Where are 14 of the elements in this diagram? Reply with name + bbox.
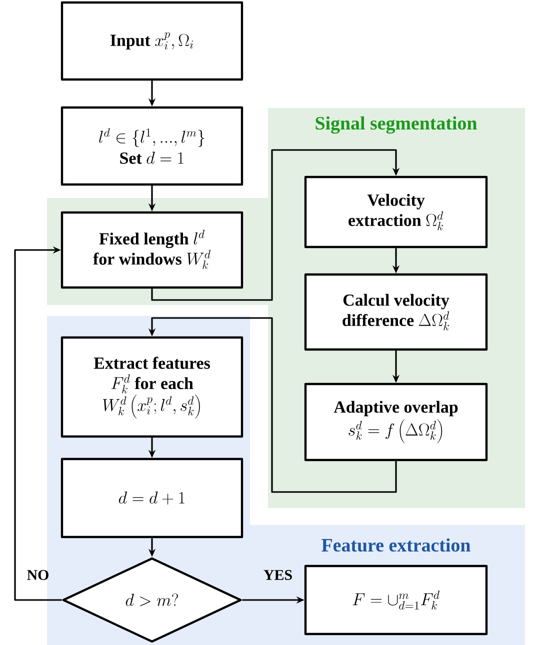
arrow	[151, 149, 400, 301]
section-heading: Signal segmentation	[316, 116, 477, 134]
arrow	[14, 246, 62, 601]
edge-label: YES	[264, 570, 292, 580]
process-box: $\begin{array}{c}\textbf{Calcul velocity}\\ \textbf{difference}\ \Delta\Omega_k^d\end{array}$	[304, 273, 488, 351]
process-box: $\begin{array}{c}\textbf{Extract features}\\ F_k^d\ \textbf{for each}\\ W_k^d\left(x_i^p; l^d, s_k^d\right)\end{array}$	[60, 336, 244, 438]
process-box: $\textbf{Input}\ x_i^p, \Omega_i$	[60, 1, 244, 81]
process-box: $\begin{array}{c}\textbf{Fixed length}\ l^d\\ \textbf{for windows}\ W_k^d\end{array}$	[60, 211, 244, 289]
process-box: $\begin{array}{c}\textbf{Velocity}\\ \textbf{extraction}\ \Omega_k^d\end{array}$	[304, 176, 488, 248]
edge-label: NO	[27, 570, 48, 580]
process-box: $d = d + 1$	[60, 458, 244, 538]
process-box: $l^d \in \{l^1, ..., l^m\}$ $\textbf{Set}\ d = 1$	[60, 106, 244, 186]
process-box: $\textbf{Adaptive overlap}$ $s_k^d = f\left(\Delta\Omega_k^d\right)$	[304, 382, 488, 462]
process-box: $F = \cup_{d=1}^m F_k^d$	[304, 564, 488, 636]
